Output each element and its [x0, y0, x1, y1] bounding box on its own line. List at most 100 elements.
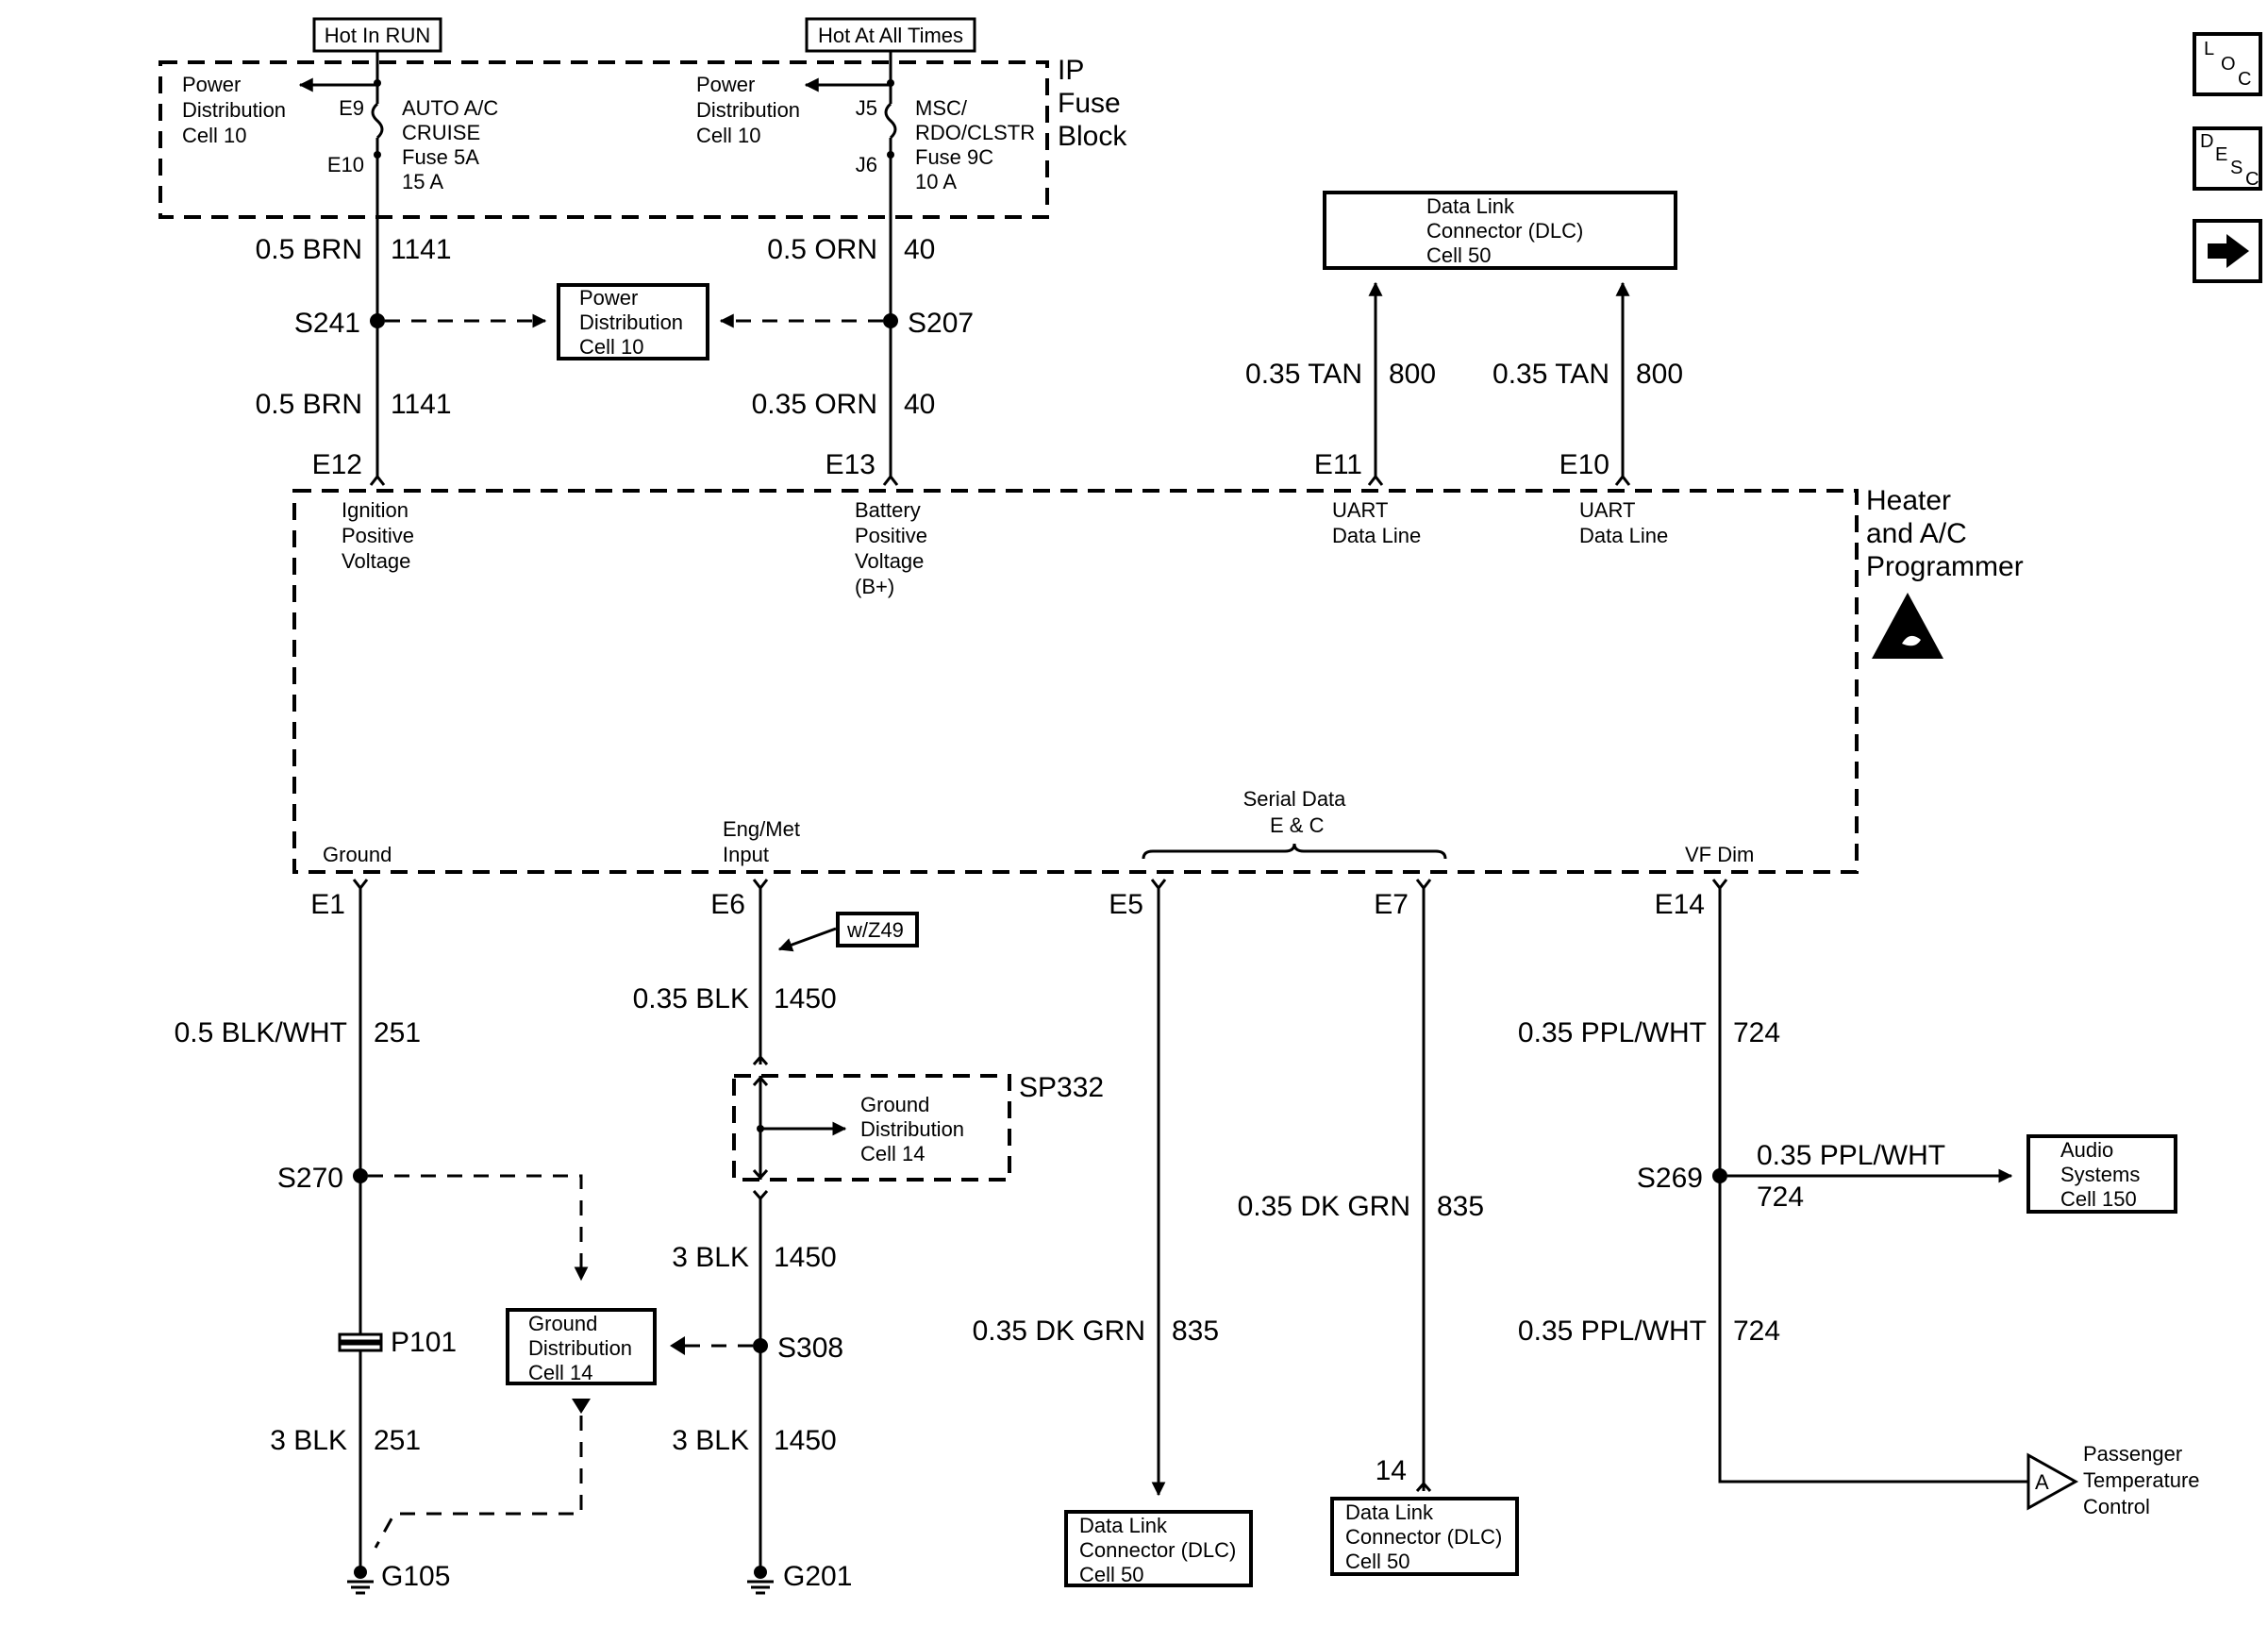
hot-at-all-times-label: Hot At All Times: [818, 24, 963, 47]
wire-40-gauge-b: 0.35 ORN: [752, 389, 877, 420]
wire-1141-circuit-a: 1141: [391, 234, 452, 265]
sp332-outline: [732, 1074, 1011, 1182]
pin-e14: E14: [1655, 889, 1705, 920]
pd-box-line2: Distribution: [579, 310, 683, 334]
dlc-bottom-2-box: Data Link Connector (DLC) Cell 50: [1330, 1497, 1519, 1576]
dlc-pin-14: 14: [1376, 1455, 1407, 1486]
dlc-b2-line1: Data Link: [1345, 1500, 1434, 1524]
ip-fuse-block-title-3: Block: [1058, 121, 1127, 152]
ground-g201-icon: [747, 1566, 774, 1595]
pd-box-line3: Cell 10: [579, 335, 643, 359]
pin-e11: E11: [1314, 449, 1362, 480]
fuse9c-line3: Fuse 9C: [915, 145, 993, 169]
wire-835-gauge-b: 0.35 DK GRN: [1238, 1191, 1410, 1222]
next-button[interactable]: [2193, 219, 2262, 283]
battery-label-1: Battery: [855, 498, 921, 522]
p101-label: P101: [391, 1327, 457, 1358]
fuse-pin-e9: E9: [339, 96, 364, 120]
wire-724-circuit-a: 724: [1733, 1017, 1780, 1048]
dlc-top-line1: Data Link: [1426, 194, 1515, 218]
gd-box1-line1: Ground: [860, 1093, 929, 1116]
left-ref-line2: Distribution: [182, 98, 286, 122]
wire-724: [1718, 888, 2028, 1484]
dlc-top-box: Data Link Connector (DLC) Cell 50: [1323, 191, 1677, 270]
fuse5a-line1: AUTO A/C: [402, 96, 498, 120]
dlc-top-line2: Connector (DLC): [1426, 219, 1583, 243]
desc-c: C: [2245, 169, 2259, 190]
dlc-b1-line3: Cell 50: [1079, 1563, 1143, 1586]
splice-s308: [753, 1338, 768, 1353]
fuse9c-line1: MSC/: [915, 96, 968, 120]
wire-1450-circuit-a: 1450: [774, 983, 837, 1014]
gd-box1-line3: Cell 14: [860, 1142, 925, 1165]
fuse-pin-j5: J5: [856, 96, 877, 120]
s270-label: S270: [277, 1163, 343, 1194]
engmet-label-1: Eng/Met: [723, 817, 800, 841]
module-title-1: Heater: [1866, 485, 1951, 516]
g201-label: G201: [783, 1561, 852, 1592]
loc-o: O: [2221, 54, 2236, 75]
wire-835-circuit-b: 835: [1437, 1191, 1484, 1222]
wire-724-gauge-a: 0.35 PPL/WHT: [1518, 1017, 1707, 1048]
desc-s: S: [2230, 158, 2243, 178]
loc-button[interactable]: L O C: [2193, 32, 2262, 96]
gd-box2-line2: Distribution: [528, 1336, 632, 1360]
serial-label-2: E & C: [1270, 813, 1325, 837]
wire-251-circuit-a: 251: [374, 1017, 421, 1048]
arrow-right-icon: [2208, 234, 2249, 268]
wire-1141-circuit-b: 1141: [391, 389, 452, 420]
wire-724-branch-gauge: 0.35 PPL/WHT: [1757, 1140, 1945, 1171]
fuse9c-line2: RDO/CLSTR: [915, 121, 1035, 144]
wire-251-gauge-b: 3 BLK: [270, 1425, 347, 1456]
wire-724-gauge-b: 0.35 PPL/WHT: [1518, 1316, 1707, 1347]
wire-1450-circuit-b: 1450: [774, 1242, 837, 1273]
right-ref-line1: Power: [696, 73, 755, 96]
wire-1450-gauge-b: 3 BLK: [672, 1242, 749, 1273]
right-ref-line3: Cell 10: [696, 124, 760, 147]
ptc-ref-label: A: [2035, 1470, 2049, 1494]
fuse-pin-e10: E10: [327, 153, 364, 176]
hot-in-run-label: Hot In RUN: [325, 24, 430, 47]
wire-1141-gauge-a: 0.5 BRN: [256, 234, 362, 265]
loc-c: C: [2238, 69, 2251, 90]
connector-p101: [338, 1333, 383, 1352]
g105-label: G105: [381, 1561, 450, 1592]
wire-1141-gauge-b: 0.5 BRN: [256, 389, 362, 420]
serial-label-1: Serial Data: [1243, 787, 1347, 811]
s269-label: S269: [1637, 1163, 1703, 1194]
ignition-label-1: Ignition: [342, 498, 409, 522]
module-title-3: Programmer: [1866, 551, 2024, 582]
dlc-b1-line2: Connector (DLC): [1079, 1538, 1236, 1562]
left-ref-line3: Cell 10: [182, 124, 246, 147]
module-outline: [292, 489, 1859, 874]
wire-835-circuit-a: 835: [1172, 1316, 1219, 1347]
wire-40-circuit-a: 40: [904, 234, 935, 265]
battery-label-3: Voltage: [855, 549, 924, 573]
audio-line2: Systems: [2060, 1163, 2140, 1186]
s308-label: S308: [777, 1333, 843, 1364]
dlc-b2-line3: Cell 50: [1345, 1550, 1409, 1573]
loc-l: L: [2204, 39, 2214, 59]
wz49-label: w/Z49: [846, 918, 904, 942]
wire-800-gauge-a: 0.35 TAN: [1245, 359, 1362, 390]
splice-s207: [883, 313, 898, 328]
pin-e7: E7: [1374, 889, 1409, 920]
wire-40-gauge-a: 0.5 ORN: [767, 234, 877, 265]
wire-800-gauge-b: 0.35 TAN: [1493, 359, 1609, 390]
pd-box-line1: Power: [579, 286, 638, 310]
wz49-box: w/Z49: [836, 912, 919, 947]
desc-button[interactable]: D E S C: [2193, 126, 2262, 191]
pin-e6: E6: [710, 889, 745, 920]
desc-e: E: [2215, 144, 2227, 165]
dlc-top-line3: Cell 50: [1426, 243, 1491, 267]
fuse5a-line3: Fuse 5A: [402, 145, 479, 169]
pin-e1: E1: [310, 889, 345, 920]
dlc-b2-line2: Connector (DLC): [1345, 1525, 1502, 1549]
fuse-9c: Power Distribution Cell 10 J5 J6 MSC/ RD…: [696, 51, 1035, 219]
ptc-line1: Passenger: [2083, 1442, 2182, 1466]
wire-800-circuit-a: 800: [1389, 359, 1436, 390]
wire-40-circuit-b: 40: [904, 389, 935, 420]
desc-d: D: [2200, 131, 2213, 152]
